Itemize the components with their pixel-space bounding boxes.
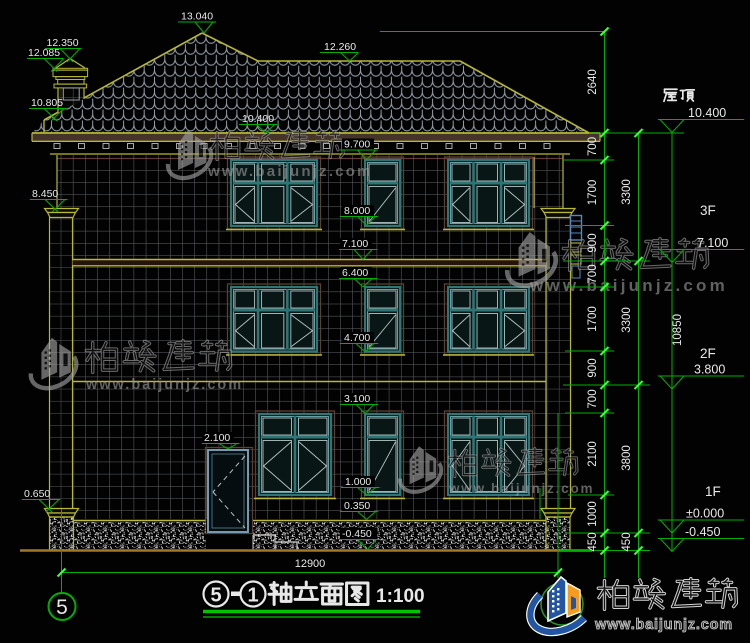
svg-text:0.650: 0.650 [24,488,50,500]
svg-text:10.400: 10.400 [688,106,726,120]
svg-text:900: 900 [587,233,599,252]
svg-text:3800: 3800 [621,445,633,471]
svg-text:450: 450 [587,532,599,551]
svg-text:1700: 1700 [587,180,599,206]
svg-text:www.baijunjz.com: www.baijunjz.com [529,276,728,295]
svg-text:1.000: 1.000 [345,476,371,488]
svg-text:-0.450: -0.450 [685,525,720,539]
svg-text:±0.000: ±0.000 [686,507,724,521]
svg-text:2640: 2640 [587,69,599,95]
svg-text:0.350: 0.350 [344,500,370,512]
svg-text:8.450: 8.450 [32,188,58,200]
svg-text:1F: 1F [705,484,721,499]
svg-text:700: 700 [587,264,599,283]
svg-text:10.400: 10.400 [242,113,274,125]
svg-text:12900: 12900 [295,558,326,570]
svg-text:3.100: 3.100 [344,393,370,405]
svg-text:www.baijunjz.com: www.baijunjz.com [207,163,373,180]
svg-text:900: 900 [587,358,599,377]
svg-text:2F: 2F [700,346,716,361]
svg-text:1700: 1700 [587,306,599,332]
svg-text:7.100: 7.100 [697,236,728,250]
svg-text:10850: 10850 [672,314,684,346]
svg-text:8.000: 8.000 [344,205,370,217]
svg-text:700: 700 [587,389,599,408]
svg-text:3.800: 3.800 [694,363,725,377]
svg-text:12.350: 12.350 [47,37,79,49]
svg-text:www.baijunjz.com: www.baijunjz.com [594,617,733,633]
svg-text:13.040: 13.040 [181,11,213,23]
svg-text:10.805: 10.805 [31,97,63,109]
svg-text:4.700: 4.700 [344,332,370,344]
svg-text:3300: 3300 [621,179,633,205]
svg-text:6.400: 6.400 [342,267,368,279]
svg-text:7.100: 7.100 [342,238,368,250]
svg-text:1: 1 [247,585,258,607]
svg-text:1000: 1000 [587,501,599,527]
svg-text:12.085: 12.085 [28,47,60,59]
svg-text:www.baijunjz.com: www.baijunjz.com [85,377,243,393]
svg-text:5: 5 [56,596,68,619]
svg-text:1:100: 1:100 [376,586,425,607]
svg-text:3300: 3300 [621,307,633,333]
svg-text:12.260: 12.260 [324,41,356,53]
svg-text:3F: 3F [700,203,716,218]
svg-text:2.100: 2.100 [204,432,230,444]
svg-text:5: 5 [210,585,221,607]
svg-text:www.baijunjz.com: www.baijunjz.com [448,481,594,496]
svg-text:2100: 2100 [587,441,599,467]
svg-text:-0.450: -0.450 [342,528,372,540]
svg-text:450: 450 [621,532,633,551]
svg-text:700: 700 [587,137,599,156]
svg-text:9.700: 9.700 [344,139,370,151]
